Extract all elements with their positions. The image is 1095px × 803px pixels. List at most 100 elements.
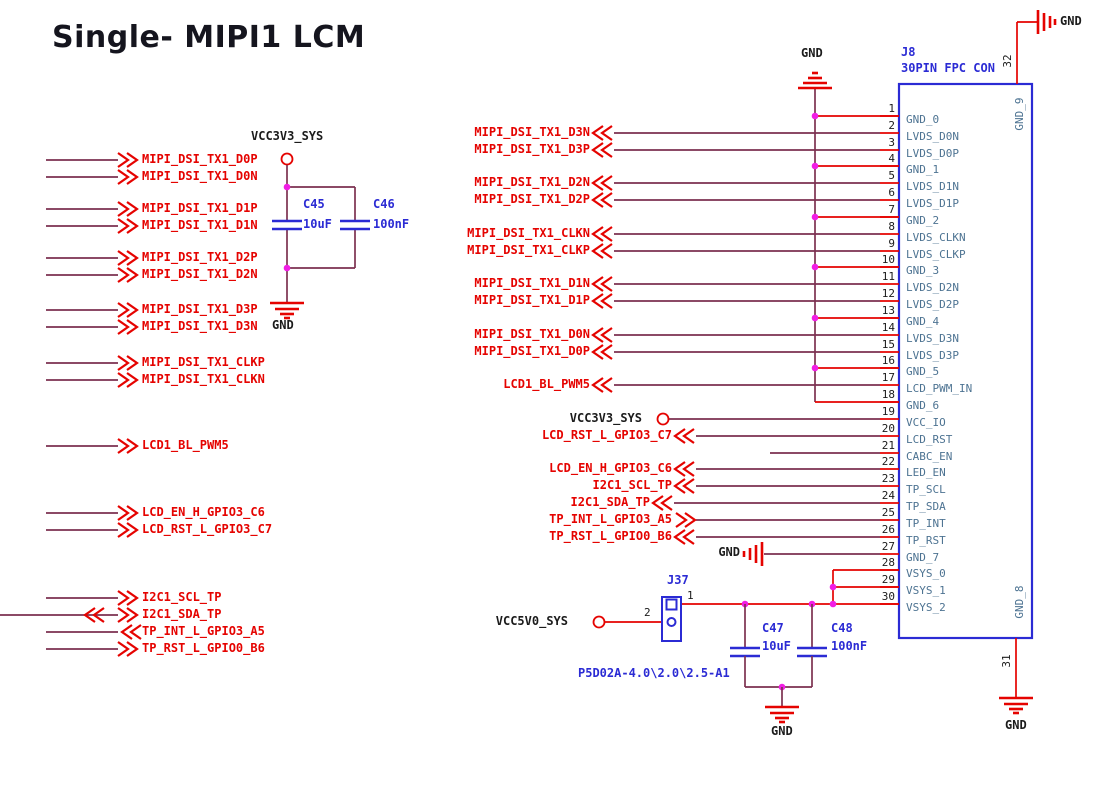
- pin-name: LVDS_D3N: [906, 332, 959, 345]
- chevron-right-icon: [117, 218, 139, 234]
- pin-name: LVDS_D1P: [906, 197, 959, 210]
- pin-name: GND_7: [906, 551, 940, 564]
- chevron-right-icon: [117, 152, 139, 168]
- chevron-left-icon: [591, 226, 613, 242]
- pin-name: GND_5: [906, 365, 940, 378]
- pin-name: GND_2: [906, 214, 940, 227]
- left-signal-label: TP_RST_L_GPIO0_B6: [142, 641, 265, 655]
- chevron-left-icon: [591, 276, 613, 292]
- pin-number: 28: [881, 556, 895, 569]
- pin-number: 29: [881, 573, 895, 586]
- page-title: Single- MIPI1 LCM: [52, 20, 366, 55]
- junction-dot: [829, 600, 837, 608]
- left-signal-label: MIPI_DSI_TX1_D2N: [142, 267, 258, 281]
- gnd-label: GND: [1060, 14, 1082, 28]
- chevron-right-icon: [117, 250, 139, 266]
- pin-number: 16: [881, 354, 895, 367]
- chevron-left-icon: [673, 529, 695, 545]
- junction-dot: [811, 112, 819, 120]
- pin-number: 8: [888, 220, 895, 233]
- jumper-pin-number: 1: [687, 589, 694, 602]
- capacitor-value: 10uF: [303, 217, 332, 231]
- pin-number: 15: [881, 338, 895, 351]
- mid-signal-label: MIPI_DSI_TX1_D0N: [474, 327, 590, 341]
- chevron-left-icon: [591, 243, 613, 259]
- pin-number: 20: [881, 422, 895, 435]
- pin-name: LVDS_CLKN: [906, 231, 966, 244]
- chevron-right-icon: [117, 438, 139, 454]
- pin-name: VSYS_1: [906, 584, 946, 597]
- chevron-left-icon: [591, 293, 613, 309]
- gnd-label: GND: [718, 545, 740, 559]
- chevron-right-icon: [117, 607, 139, 623]
- pin-name: GND_6: [906, 399, 940, 412]
- pin-number: 1: [888, 102, 895, 115]
- pin-name: VSYS_2: [906, 601, 946, 614]
- pin-name: LVDS_D3P: [906, 349, 959, 362]
- gnd-label: GND: [1005, 718, 1027, 732]
- pin-name: TP_INT: [906, 517, 946, 530]
- pin-number: 23: [881, 472, 895, 485]
- left-signal-label: MIPI_DSI_TX1_CLKP: [142, 355, 265, 369]
- mid-signal-label: MIPI_DSI_TX1_D3N: [474, 125, 590, 139]
- jumper-refdes: J37: [667, 573, 689, 587]
- connector-refdes: J8: [901, 45, 916, 59]
- jumper-pin2-pad: [666, 617, 677, 627]
- left-signal-label: MIPI_DSI_TX1_D3N: [142, 319, 258, 333]
- pin-name: LVDS_D0P: [906, 147, 959, 160]
- chevron-right-icon: [117, 302, 139, 318]
- power-terminal: [656, 412, 670, 426]
- junction-dot: [811, 213, 819, 221]
- chevron-left-icon: [83, 607, 105, 623]
- pin-number: 4: [888, 152, 895, 165]
- pin-name: CABC_EN: [906, 450, 953, 463]
- left-signal-label: I2C1_SCL_TP: [142, 590, 222, 604]
- mid-signal-label: MIPI_DSI_TX1_D1P: [474, 293, 590, 307]
- chevron-right-icon: [117, 267, 139, 283]
- power-terminal: [592, 615, 606, 629]
- pin-number: 3: [888, 136, 895, 149]
- pin-name: GND_3: [906, 264, 940, 277]
- pin-name: VCC_IO: [906, 416, 946, 429]
- junction-dot: [829, 583, 837, 591]
- chevron-left-icon: [651, 495, 673, 511]
- chevron-left-icon: [591, 327, 613, 343]
- capacitor-ref: C47: [762, 621, 784, 635]
- pin-number: 26: [881, 523, 895, 536]
- left-signal-label: MIPI_DSI_TX1_D0N: [142, 169, 258, 183]
- pin-number: 5: [888, 169, 895, 182]
- pin-number: 18: [881, 388, 895, 401]
- capacitor-value: 100nF: [373, 217, 410, 231]
- left-signal-label: I2C1_SDA_TP: [142, 607, 222, 621]
- chevron-left-icon: [591, 125, 613, 141]
- left-signal-label: MIPI_DSI_TX1_D0P: [142, 152, 258, 166]
- mid-signal-label: MIPI_DSI_TX1_D1N: [474, 276, 590, 290]
- pin-name: GND_1: [906, 163, 940, 176]
- pin-name: LCD_RST: [906, 433, 953, 446]
- pin-number: 2: [888, 119, 895, 132]
- connector-body: [897, 82, 1034, 640]
- pin-number: 25: [881, 506, 895, 519]
- pin-number-32: 32: [1001, 54, 1014, 68]
- chevron-left-icon: [673, 428, 695, 444]
- mid-signal-label: MIPI_DSI_TX1_CLKP: [467, 243, 590, 257]
- left-signal-label: LCD1_BL_PWM5: [142, 438, 229, 452]
- pin-name: TP_RST: [906, 534, 946, 547]
- mid-signal-label: MIPI_DSI_TX1_D0P: [474, 344, 590, 358]
- gnd-label: GND: [272, 318, 294, 332]
- chevron-right-icon: [117, 522, 139, 538]
- chevron-left-icon: [591, 175, 613, 191]
- pin-name: LED_EN: [906, 466, 946, 479]
- junction-dot: [811, 263, 819, 271]
- connector-side-label-gnd8: GND_8: [1013, 585, 1026, 619]
- mid-signal-label: LCD_EN_H_GPIO3_C6: [549, 461, 672, 475]
- capacitor-value: 100nF: [831, 639, 868, 653]
- pin-number: 17: [881, 371, 895, 384]
- left-signal-label: MIPI_DSI_TX1_D2P: [142, 250, 258, 264]
- chevron-left-icon: [120, 624, 142, 640]
- jumper-pin1-pad: [665, 598, 678, 611]
- pin-name: GND_0: [906, 113, 940, 126]
- pin-number: 7: [888, 203, 895, 216]
